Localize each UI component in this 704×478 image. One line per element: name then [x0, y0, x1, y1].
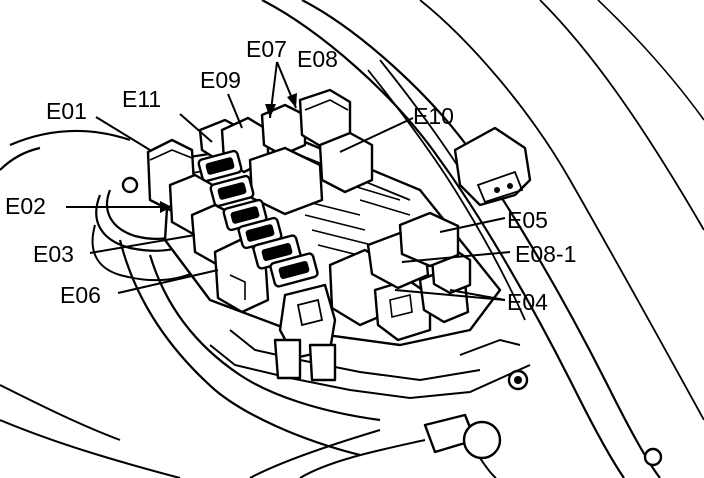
- connector-e05: [398, 211, 460, 268]
- label-e02: E02: [5, 193, 46, 219]
- connector-e10: [318, 131, 374, 194]
- label-e06: E06: [60, 282, 101, 308]
- label-e08-1: E08-1: [515, 241, 576, 267]
- connector-e07: [260, 103, 307, 157]
- connector-e04: [328, 248, 470, 342]
- label-e08: E08: [297, 46, 338, 72]
- label-e03: E03: [33, 241, 74, 267]
- leader-lines: [66, 61, 511, 301]
- label-e10: E10: [413, 103, 454, 129]
- label-e05: E05: [507, 207, 548, 233]
- connector-labels: E01 E11 E09 E07 E08 E10 E02 E03 E06 E05 …: [5, 36, 576, 315]
- fuse-column: [197, 149, 319, 288]
- arrow-heads: [160, 93, 297, 213]
- label-e09: E09: [200, 67, 241, 93]
- lower-connector: [273, 283, 337, 382]
- label-e11: E11: [122, 86, 161, 112]
- label-e01: E01: [46, 98, 87, 124]
- label-e07: E07: [246, 36, 287, 62]
- loose-connector: [453, 126, 532, 207]
- label-e04: E04: [507, 289, 548, 315]
